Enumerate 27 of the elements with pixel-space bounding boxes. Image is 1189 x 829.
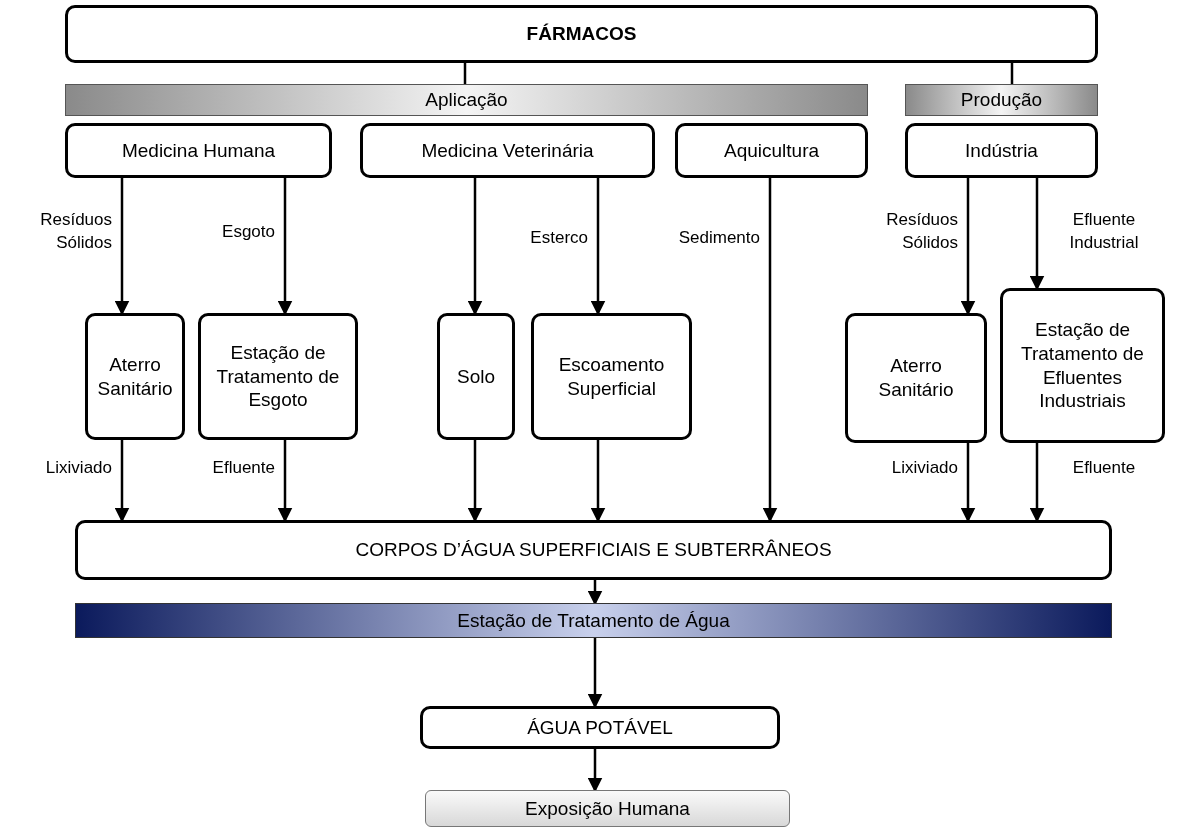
water-bodies-box: CORPOS D’ÁGUA SUPERFICIAIS E SUBTERRÂNEOS xyxy=(75,520,1112,580)
drinking-water-box: ÁGUA POTÁVEL xyxy=(420,706,780,749)
pathway-box: Aterro Sanitário xyxy=(85,313,185,440)
edge-label: Resíduos Sólidos xyxy=(39,209,113,254)
exposure-box: Exposição Humana xyxy=(425,790,790,827)
edge-label: Esterco xyxy=(529,226,589,249)
source-box: Indústria xyxy=(905,123,1098,178)
edge-label: Efluente xyxy=(1071,456,1137,479)
category-bar: Aplicação xyxy=(65,84,868,116)
edge-label: Resíduos Sólidos xyxy=(885,209,959,254)
edge-label: Esgoto xyxy=(221,220,276,243)
pathway-box: Estação de Tratamento de Efluentes Industriais xyxy=(1000,288,1165,443)
source-box: Medicina Veterinária xyxy=(360,123,655,178)
source-box: Medicina Humana xyxy=(65,123,332,178)
category-bar: Produção xyxy=(905,84,1098,116)
treatment-bar: Estação de Tratamento de Água xyxy=(75,603,1112,638)
edge-label: Efluente Industrial xyxy=(1068,209,1140,254)
edge-label: Efluente xyxy=(211,456,276,479)
pathway-box: Aterro Sanitário xyxy=(845,313,987,443)
edge-label: Lixiviado xyxy=(44,456,113,479)
edge-label: Sedimento xyxy=(677,226,761,249)
pathway-box: Solo xyxy=(437,313,515,440)
pathway-box: Estação de Tratamento de Esgoto xyxy=(198,313,358,440)
pathway-box: Escoamento Superficial xyxy=(531,313,692,440)
source-box: Aquicultura xyxy=(675,123,868,178)
edge-label: Lixiviado xyxy=(890,456,959,479)
title-box: FÁRMACOS xyxy=(65,5,1098,63)
